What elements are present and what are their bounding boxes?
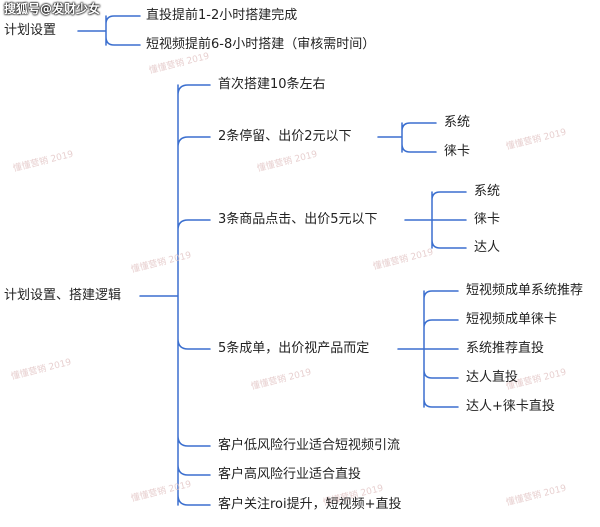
main-map-connector — [139, 84, 211, 506]
leaf-label: 徕卡 — [444, 144, 471, 159]
top-map-connector — [77, 15, 141, 46]
leaf-label: 系统推荐直投 — [466, 341, 545, 356]
branch-label: 2条停留、出价2元以下 — [218, 129, 352, 144]
top-map-child: 直投提前1-2小时搭建完成 — [146, 8, 298, 23]
branch-label: 5条成单，出价视产品而定 — [218, 341, 370, 356]
branch-label: 客户高风险行业适合直投 — [218, 467, 362, 482]
branch-label: 客户低风险行业适合短视频引流 — [218, 438, 401, 453]
branch-label: 首次搭建10条左右 — [218, 77, 326, 92]
connector-order-branch — [397, 290, 459, 408]
connector-click-branch — [404, 191, 467, 249]
leaf-label: 达人+徕卡直投 — [466, 399, 555, 414]
source-watermark: 搜狐号@发财少女 — [4, 2, 101, 16]
leaf-label: 徕卡 — [474, 212, 501, 227]
branch-label: 客户关注roi提升，短视频+直投 — [218, 497, 402, 512]
top-map-child: 短视频提前6-8小时搭建（审核需时间） — [146, 37, 376, 52]
leaf-label: 达人 — [474, 240, 501, 255]
leaf-label: 短视频成单徕卡 — [466, 312, 558, 327]
leaf-label: 系统 — [474, 184, 501, 199]
top-map-root: 计划设置 — [4, 23, 57, 38]
branch-label: 3条商品点击、出价5元以下 — [218, 212, 378, 227]
connector-stay-branch — [377, 122, 437, 153]
main-map-root: 计划设置、搭建逻辑 — [4, 288, 122, 303]
leaf-label: 系统 — [444, 115, 471, 130]
leaf-label: 达人直投 — [466, 370, 519, 385]
leaf-label: 短视频成单系统推荐 — [466, 283, 584, 298]
